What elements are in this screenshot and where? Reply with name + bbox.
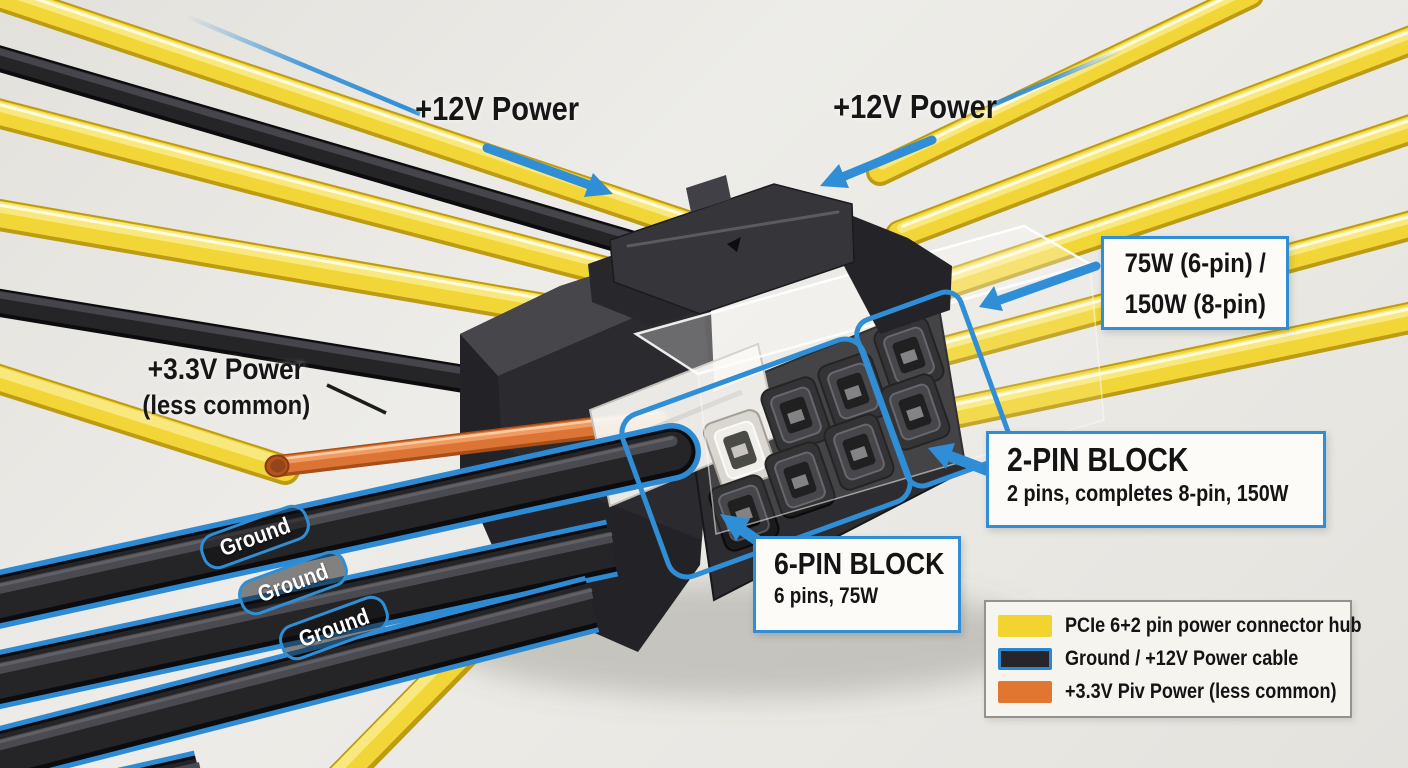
connector-latch-clip (588, 175, 952, 334)
arrow-12v-right (820, 135, 937, 188)
leader-line-12v-left (185, 13, 421, 117)
ground-cable-1 (0, 423, 701, 629)
legend-label: PCIe 6+2 pin power connector hub (1065, 614, 1362, 637)
ground-cables (0, 519, 619, 768)
legend: PCIe 6+2 pin power connector hub Ground … (984, 600, 1362, 718)
yellow-cable-swatch (998, 615, 1052, 637)
legend-item-ground: Ground / +12V Power cable (998, 647, 1338, 671)
two-pin-callout-box: 2-PIN BLOCK 2 pins, completes 8-pin, 150… (986, 431, 1326, 528)
leader-line-3v3 (326, 383, 387, 415)
label-3v3-power: +3.3V Power (less common) (142, 353, 310, 420)
legend-label: +3.3V Piv Power (less common) (1065, 680, 1337, 703)
ground-cable-swatch (998, 648, 1052, 670)
pin-socket (823, 413, 895, 491)
label-12v-power-right: +12V Power (833, 88, 997, 125)
label-12v-power-left: +12V Power (415, 90, 579, 127)
orange-wire-end-cap (264, 454, 290, 478)
two-pin-block-outline (854, 289, 1014, 489)
pin-socket (760, 376, 832, 454)
pin-socket (873, 316, 945, 394)
arrow-12v-left (482, 143, 613, 197)
leader-line-12v-right (989, 47, 1123, 109)
pin-grid (702, 316, 951, 552)
wattage-callout-box: 75W (6-pin) / 150W (8-pin) (1101, 236, 1289, 330)
orange-cable-swatch (998, 681, 1052, 703)
six-pin-callout-box: 6-PIN BLOCK 6 pins, 75W (753, 536, 961, 633)
ground-cable-2 (0, 519, 619, 710)
pin-socket (764, 441, 836, 519)
ground-cable-3 (0, 575, 600, 768)
arrow-wattage (979, 261, 1101, 311)
legend-item-3v3: +3.3V Piv Power (less common) (998, 680, 1338, 704)
black-cable (0, 45, 701, 273)
latch-triangle-mark (727, 237, 741, 252)
legend-label: Ground / +12V Power cable (1065, 647, 1299, 670)
yellow-cable (0, 363, 300, 485)
legend-item-pcie: PCIe 6+2 pin power connector hub (998, 614, 1362, 638)
pin-socket (879, 373, 951, 451)
yellow-cable (0, 98, 693, 305)
pin-white (702, 409, 778, 491)
